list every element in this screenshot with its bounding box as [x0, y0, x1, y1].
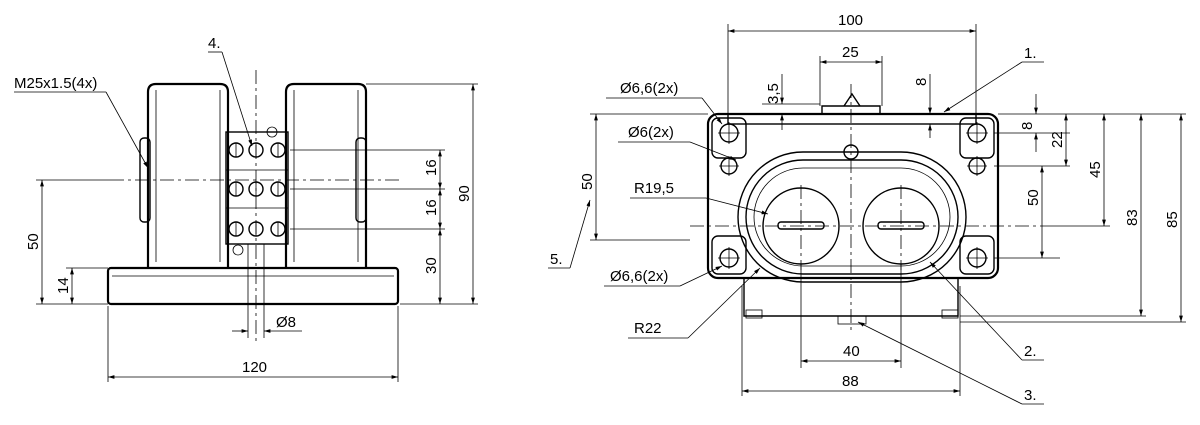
base-plate	[106, 266, 400, 306]
callout-4: 4.	[208, 35, 221, 52]
dim-16-upper: 16	[423, 159, 440, 176]
terminal-screws	[228, 126, 286, 256]
dim-30: 30	[423, 257, 440, 274]
dim-3-5: 3,5	[765, 83, 782, 104]
actuator-nub	[821, 105, 881, 114]
dim-88: 88	[842, 373, 859, 390]
dim-100: 100	[838, 12, 863, 29]
callout-3: 3.	[1024, 387, 1037, 404]
dia-8-label: Ø8	[276, 314, 296, 331]
lid-bar	[727, 113, 977, 125]
dim-22: 22	[1049, 131, 1066, 148]
housing-left	[146, 82, 230, 268]
dim-90: 90	[456, 185, 473, 202]
hole-label-top: Ø6,6(2x)	[620, 80, 678, 97]
dim-120: 120	[242, 359, 267, 376]
mounting-holes	[718, 122, 988, 269]
radius-19-5-label: R19,5	[634, 180, 674, 197]
dim-50-left: 50	[25, 233, 42, 250]
dim-50-right: 50	[1025, 189, 1042, 206]
dim-50-left: 50	[579, 173, 596, 190]
dim-25: 25	[842, 44, 859, 61]
dim-8-right: 8	[1019, 122, 1036, 130]
callout-5: 5.	[550, 251, 563, 268]
dim-40: 40	[843, 343, 860, 360]
side-view: 120 90 50 14 16 16 30 Ø8 M25x1.5(4x)	[14, 35, 478, 382]
callout-2: 2.	[1024, 343, 1037, 360]
dim-16-lower: 16	[423, 199, 440, 216]
dim-8-top: 8	[913, 78, 930, 86]
radius-22-label: R22	[634, 320, 662, 337]
dim-85: 85	[1164, 211, 1181, 228]
hole-label-side: Ø6(2x)	[628, 124, 674, 141]
terminal-block	[225, 131, 289, 245]
housing-right	[284, 82, 368, 268]
top-view: 100 25 3,5 8 8 22 50 45 83	[548, 12, 1186, 405]
seal-outer	[737, 151, 967, 283]
dim-83: 83	[1124, 209, 1141, 226]
thread-label: M25x1.5(4x)	[14, 75, 97, 92]
dim-45: 45	[1087, 161, 1104, 178]
dim-14: 14	[55, 277, 72, 294]
callout-1: 1.	[1024, 45, 1037, 62]
hole-label-bottom: Ø6,6(2x)	[610, 268, 668, 285]
